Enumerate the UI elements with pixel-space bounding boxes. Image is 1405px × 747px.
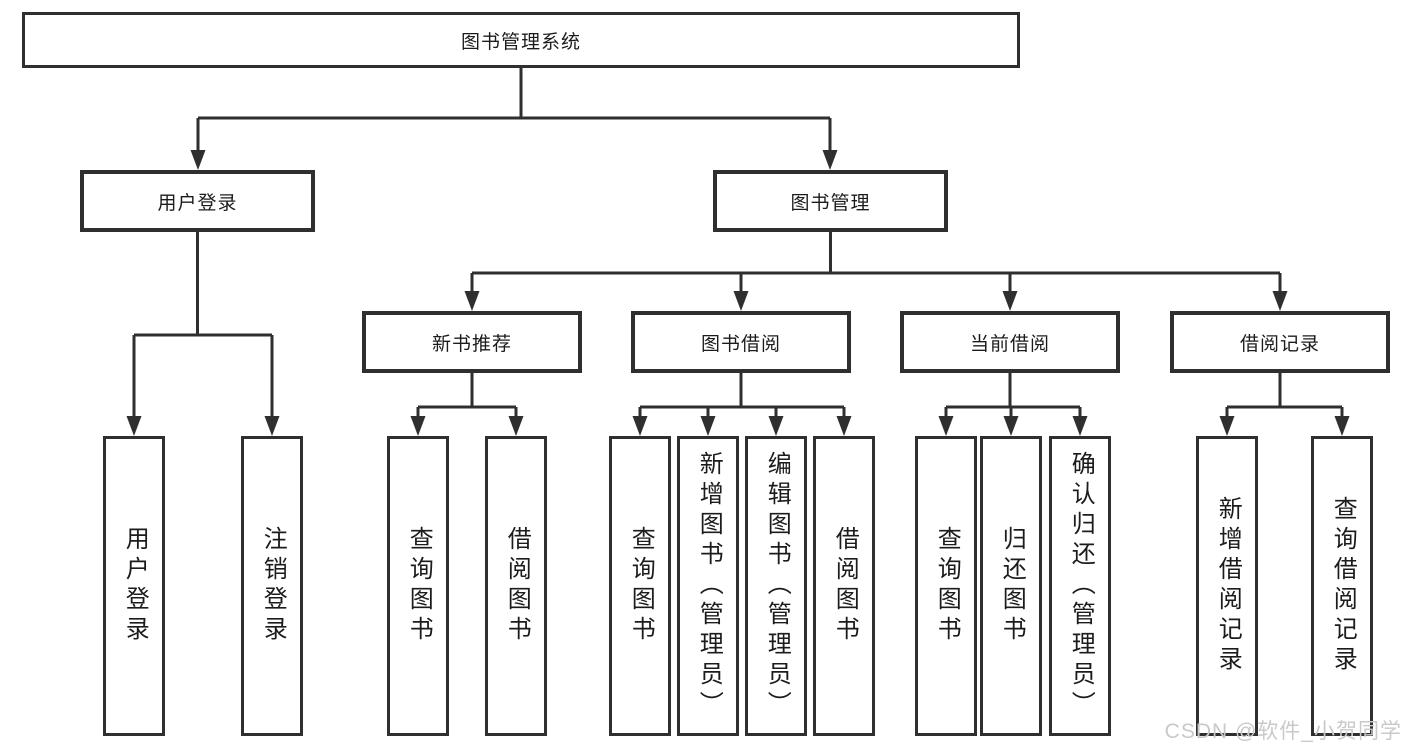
node-library-management-system: 图书管理系统	[22, 12, 1020, 68]
node-label: 图书管理系统	[460, 31, 581, 53]
node-leaf-borrow-books-recommend: 借阅图书	[485, 436, 547, 736]
node-leaf-logout: 注销登录	[241, 436, 303, 736]
node-label: 借阅图书	[503, 526, 531, 646]
connector-paths	[132, 68, 1344, 420]
node-leaf-add-borrow-record: 新增借阅记录	[1196, 436, 1258, 736]
node-new-book-recommend: 新书推荐	[362, 311, 582, 373]
node-label: 归还图书	[998, 526, 1026, 646]
arrowheads	[126, 150, 1350, 436]
node-leaf-edit-book-admin: 编辑图书（管理员）	[745, 436, 807, 736]
node-label: 当前借阅	[969, 333, 1050, 355]
node-leaf-query-books-recommend: 查询图书	[387, 436, 449, 736]
node-label: 编辑图书（管理员）	[763, 451, 791, 721]
node-leaf-borrow-books: 借阅图书	[813, 436, 875, 736]
node-borrowing-records: 借阅记录	[1170, 311, 1390, 373]
node-label: 新增图书（管理员）	[695, 451, 723, 721]
node-label: 查询图书	[627, 526, 655, 646]
node-user-login: 用户登录	[80, 170, 315, 232]
node-label: 新书推荐	[431, 333, 512, 355]
node-current-borrowing: 当前借阅	[900, 311, 1120, 373]
node-label: 查询借阅记录	[1329, 496, 1357, 676]
node-label: 借阅图书	[831, 526, 859, 646]
node-leaf-query-books-borrow: 查询图书	[609, 436, 671, 736]
node-leaf-confirm-return-admin: 确认归还（管理员）	[1049, 436, 1111, 736]
node-leaf-return-books: 归还图书	[980, 436, 1042, 736]
node-label: 用户登录	[121, 526, 149, 646]
node-label: 图书借阅	[700, 333, 781, 355]
node-label: 图书管理	[790, 192, 871, 214]
node-label: 新增借阅记录	[1214, 496, 1242, 676]
node-book-borrowing: 图书借阅	[631, 311, 851, 373]
node-label: 查询图书	[405, 526, 433, 646]
node-leaf-add-book-admin: 新增图书（管理员）	[677, 436, 739, 736]
node-label: 确认归还（管理员）	[1067, 451, 1095, 721]
node-leaf-query-books-current: 查询图书	[915, 436, 977, 736]
node-leaf-query-borrow-record: 查询借阅记录	[1311, 436, 1373, 736]
node-label: 注销登录	[259, 526, 287, 646]
node-label: 借阅记录	[1239, 333, 1320, 355]
node-label: 用户登录	[157, 192, 238, 214]
node-leaf-user-login: 用户登录	[103, 436, 165, 736]
csdn-watermark: CSDN @软件_小贺同学	[1164, 720, 1402, 743]
node-label: 查询图书	[933, 526, 961, 646]
node-book-management: 图书管理	[713, 170, 948, 232]
